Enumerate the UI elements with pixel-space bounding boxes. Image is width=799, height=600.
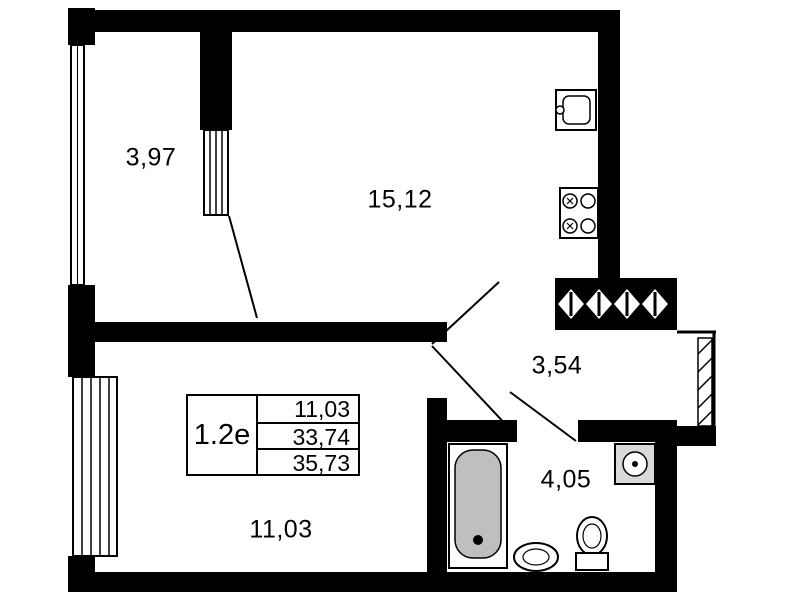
wall-right-upper [598,10,620,280]
room-area-hall: 3,54 [531,351,583,380]
vent-slot [625,292,629,316]
washbasin-icon [513,542,559,572]
bedroom-window [72,376,118,557]
loggia-door-leaf [228,215,258,319]
area-value-row: 11,03 [294,396,350,422]
room-area-bathroom: 4,05 [540,465,592,494]
wall-bottom [70,572,677,592]
loggia-glazing-window [70,44,85,286]
toilet-icon [575,516,609,571]
wall-top [85,10,620,32]
door-swings [228,215,577,442]
room-area-living-kitchen: 15,12 [367,185,433,214]
washing-machine-icon [614,443,656,485]
bedroom-door-leaf [431,345,510,429]
vent-slot [653,292,657,316]
loggia-living-window [203,129,229,216]
apartment-info-table: 1.2e 11,03 33,74 35,73 [186,394,360,476]
area-value-row: 35,73 [258,448,358,476]
windows [70,44,229,557]
wall-right-lower [655,442,677,592]
vent-slot [569,292,573,316]
bathroom-door-leaf [509,391,577,442]
walls [68,8,716,592]
wall-bathroom-top-right [578,420,677,442]
wall-entry-stub [677,426,716,446]
living-room-door-leaf [431,281,500,345]
area-value-row: 33,74 [258,422,358,450]
stove-icon [559,187,599,239]
wall-loggia-divider [200,10,232,130]
wall-bathroom-top-left [447,420,517,442]
apartment-area-values: 11,03 33,74 35,73 [258,396,358,476]
vent-slot [597,292,601,316]
wall-horizontal-divider [88,322,447,342]
wall-bedroom-bathroom [427,398,447,572]
entry-area [677,330,716,428]
kitchen-sink-icon [555,89,597,131]
apartment-type-label: 1.2e [188,396,258,474]
room-area-loggia: 3,97 [125,143,177,172]
ventilation-shaft [555,278,677,330]
entry-door-hatch [697,337,713,427]
bathtub-icon [448,443,508,569]
room-area-bedroom: 11,03 [249,515,313,544]
